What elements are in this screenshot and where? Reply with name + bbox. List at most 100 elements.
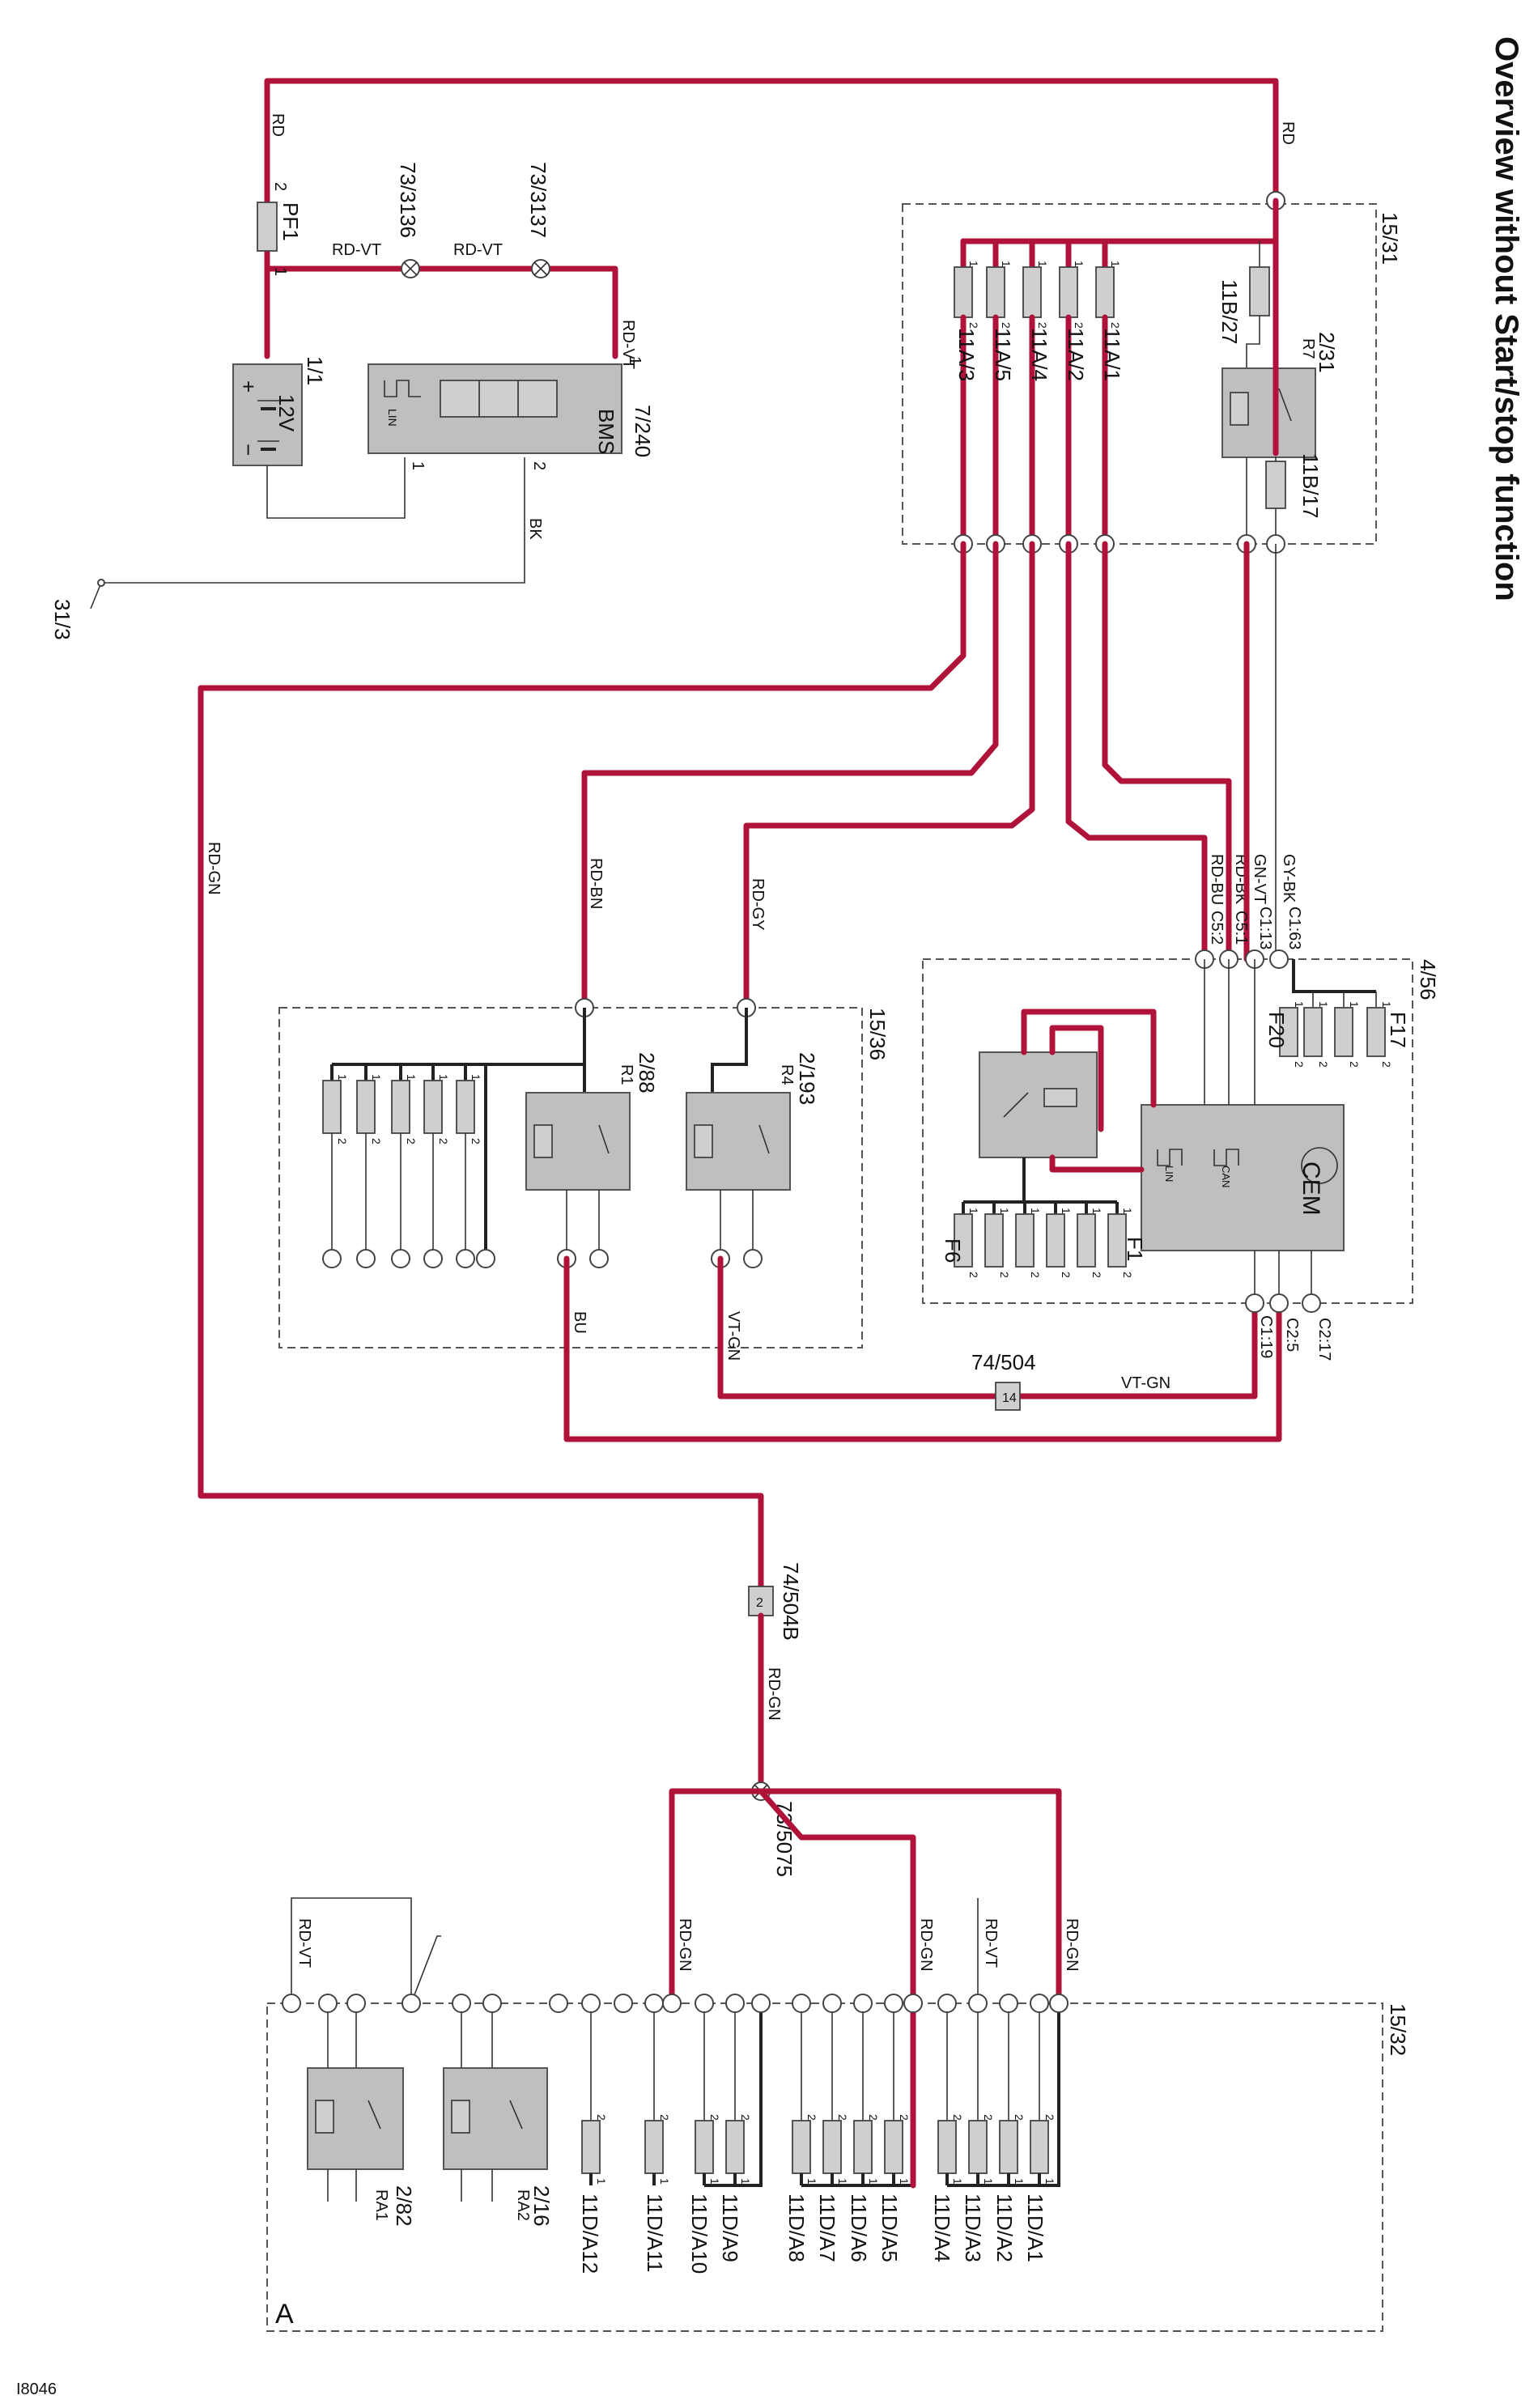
cem-relay bbox=[979, 1051, 1098, 1158]
fuse-11d-7-pin-1: 2 bbox=[898, 2114, 911, 2121]
fuse-11a3-pin-2: 2 bbox=[967, 322, 980, 329]
bms-pin-1: 1 bbox=[626, 356, 644, 365]
fuse-11d-8-pin-2: 1 bbox=[951, 2178, 964, 2185]
fuse-1536-3-pin-1: 1 bbox=[437, 1074, 450, 1081]
label-11d-a7: 11D/A7 bbox=[815, 2194, 839, 2262]
label-11b27: 11B/27 bbox=[1217, 279, 1242, 344]
corner-label-a: A bbox=[275, 2299, 294, 2329]
fuse-11d-4 bbox=[792, 2120, 811, 2174]
fuse-11d-9-pin-1: 2 bbox=[982, 2114, 995, 2121]
fuse-f6f1-2 bbox=[1015, 1213, 1035, 1268]
pin-pf1-2: 2 bbox=[271, 182, 289, 191]
label-74-504b: 74/504B bbox=[779, 1562, 803, 1641]
fuse-11a1-pin-1: 1 bbox=[1109, 261, 1122, 267]
node-1536-2 bbox=[391, 1249, 410, 1268]
bms-pin-1b: 1 bbox=[409, 461, 427, 470]
battery-ref: 1/1 bbox=[303, 356, 327, 385]
fuse-11d-2-pin-1: 2 bbox=[708, 2114, 721, 2121]
label-pf1: PF1 bbox=[278, 202, 303, 241]
label-11d-a11: 11D/A11 bbox=[643, 2194, 667, 2272]
fuse-f6f1-2-pin-2: 2 bbox=[1029, 1272, 1042, 1278]
fuse-11d-1-pin-1: 2 bbox=[658, 2114, 671, 2121]
pin-c163: C1:63 bbox=[1285, 907, 1303, 949]
fuse-f6f1-3-pin-1: 1 bbox=[1060, 1208, 1073, 1214]
diagram-title: Overview without Start/stop function bbox=[1489, 36, 1524, 601]
connector-74-504 bbox=[995, 1382, 1021, 1411]
pin-pf1-1: 1 bbox=[271, 267, 289, 276]
pin-c52: C5:2 bbox=[1208, 911, 1226, 945]
node-cem-top-3 bbox=[1269, 949, 1289, 969]
fuse-f6f1-0-pin-2: 2 bbox=[967, 1272, 980, 1278]
fuse-f17-2-pin-2: 2 bbox=[1380, 1061, 1393, 1068]
wire-battery-neg bbox=[266, 457, 406, 519]
fuse-11a2-pin-1: 1 bbox=[1073, 261, 1086, 267]
fuse-11d-6-pin-2: 1 bbox=[867, 2178, 880, 2185]
node-1536-0 bbox=[322, 1249, 342, 1268]
mid-harness: RD-GN RD-BN RD-GY RD-BU RD-BK GN-VT GY-B… bbox=[198, 541, 1298, 1610]
wire-bk-ground bbox=[101, 457, 525, 584]
fuse-11d-5 bbox=[822, 2120, 842, 2174]
fuse-f17-0-pin-2: 2 bbox=[1317, 1061, 1330, 1068]
wire-label-rd-gy: RD-GY bbox=[749, 878, 767, 930]
wire-label-rd-vt-ra1: RD-VT bbox=[295, 1918, 313, 1968]
node-1536-4 bbox=[456, 1249, 475, 1268]
label-r7ref: 2/31 bbox=[1315, 332, 1339, 373]
connector-74-504-pin: 14 bbox=[1002, 1391, 1017, 1405]
node-1532-7 bbox=[581, 1994, 601, 2013]
battery-section: RD RD RD-VT RD-VT RD-VT PF1 2 1 73/3136 … bbox=[50, 78, 1297, 640]
svg-text:73/3137: 73/3137 bbox=[526, 162, 550, 238]
fuse-f6f1-5 bbox=[1107, 1213, 1127, 1268]
battery-plus: + bbox=[236, 380, 261, 393]
fuse-11d-4-pin-1: 2 bbox=[805, 2114, 818, 2121]
label-ra2: RA2 bbox=[514, 2189, 532, 2221]
fuse-11d-2 bbox=[695, 2120, 714, 2174]
fuse-f20 bbox=[1279, 1007, 1298, 1057]
fuse-11d-11-pin-1: 2 bbox=[1043, 2114, 1056, 2121]
fuse-f17-1-pin-2: 2 bbox=[1348, 1061, 1361, 1068]
fuse-11d-10 bbox=[999, 2120, 1018, 2174]
label-11a2: 11A/2 bbox=[1064, 328, 1088, 381]
fuse-f6f1-4-pin-2: 2 bbox=[1090, 1272, 1103, 1278]
label-11d-a5: 11D/A5 bbox=[877, 2194, 902, 2262]
label-ra1: RA1 bbox=[372, 2189, 390, 2221]
fuse-pf1 bbox=[257, 202, 278, 252]
cem-transistor-icon bbox=[1301, 1147, 1338, 1184]
wire-label-vt-gn-1: VT-GN bbox=[724, 1311, 742, 1361]
fuse-11a2-pin-2: 2 bbox=[1073, 322, 1086, 329]
fuse-11d-5-pin-2: 1 bbox=[836, 2178, 849, 2185]
fuse-box-15-32: 15/32 A 2/82 RA1 2/16 RA2 21212121212121… bbox=[266, 1994, 1410, 2332]
fuse-11d-9-pin-2: 1 bbox=[982, 2178, 995, 2185]
node-1532-0 bbox=[282, 1994, 301, 2013]
fuse-11a3-pin-1: 1 bbox=[967, 261, 980, 267]
fuse-11d-9 bbox=[968, 2120, 988, 2174]
node-1532-6 bbox=[549, 1994, 568, 2013]
node-1536-3 bbox=[423, 1249, 443, 1268]
label-74-504: 74/504 bbox=[971, 1350, 1036, 1374]
node-1532-13 bbox=[751, 1994, 771, 2013]
fuse-f6f1-0 bbox=[954, 1213, 973, 1268]
label-ra1ref: 2/82 bbox=[392, 2185, 416, 2227]
node-1532-17 bbox=[884, 1994, 903, 2013]
fuse-11d-6-pin-1: 2 bbox=[867, 2114, 880, 2121]
fuse-1536-4 bbox=[456, 1080, 475, 1134]
box-label-1536: 15/36 bbox=[865, 1008, 890, 1060]
node-1532-20 bbox=[968, 1994, 988, 2013]
node-cem-bot-2 bbox=[1302, 1293, 1321, 1313]
fuse-11a5-pin-2: 2 bbox=[1000, 322, 1013, 329]
fuse-11b27 bbox=[1249, 266, 1270, 316]
fuse-1536-0-pin-2: 2 bbox=[336, 1138, 349, 1145]
fuse-f6f1-5-pin-1: 1 bbox=[1121, 1208, 1134, 1214]
wire-label-rd-left: RD bbox=[269, 113, 287, 137]
label-11d-a2: 11D/A2 bbox=[992, 2194, 1017, 2262]
label-11a3: 11A/3 bbox=[954, 328, 979, 381]
fuse-f17-2-pin-1: 1 bbox=[1380, 1001, 1393, 1008]
battery-voltage: 12V bbox=[274, 394, 299, 432]
wire-label-rd-gn-mid: RD-GN bbox=[765, 1667, 783, 1721]
wire-label-rd-vt-lower: RD-VT bbox=[982, 1918, 1000, 1968]
wire-label-bk: BK bbox=[526, 518, 544, 540]
fuse-11d-11 bbox=[1030, 2120, 1049, 2174]
fuse-11d-0-pin-2: 1 bbox=[595, 2178, 608, 2185]
